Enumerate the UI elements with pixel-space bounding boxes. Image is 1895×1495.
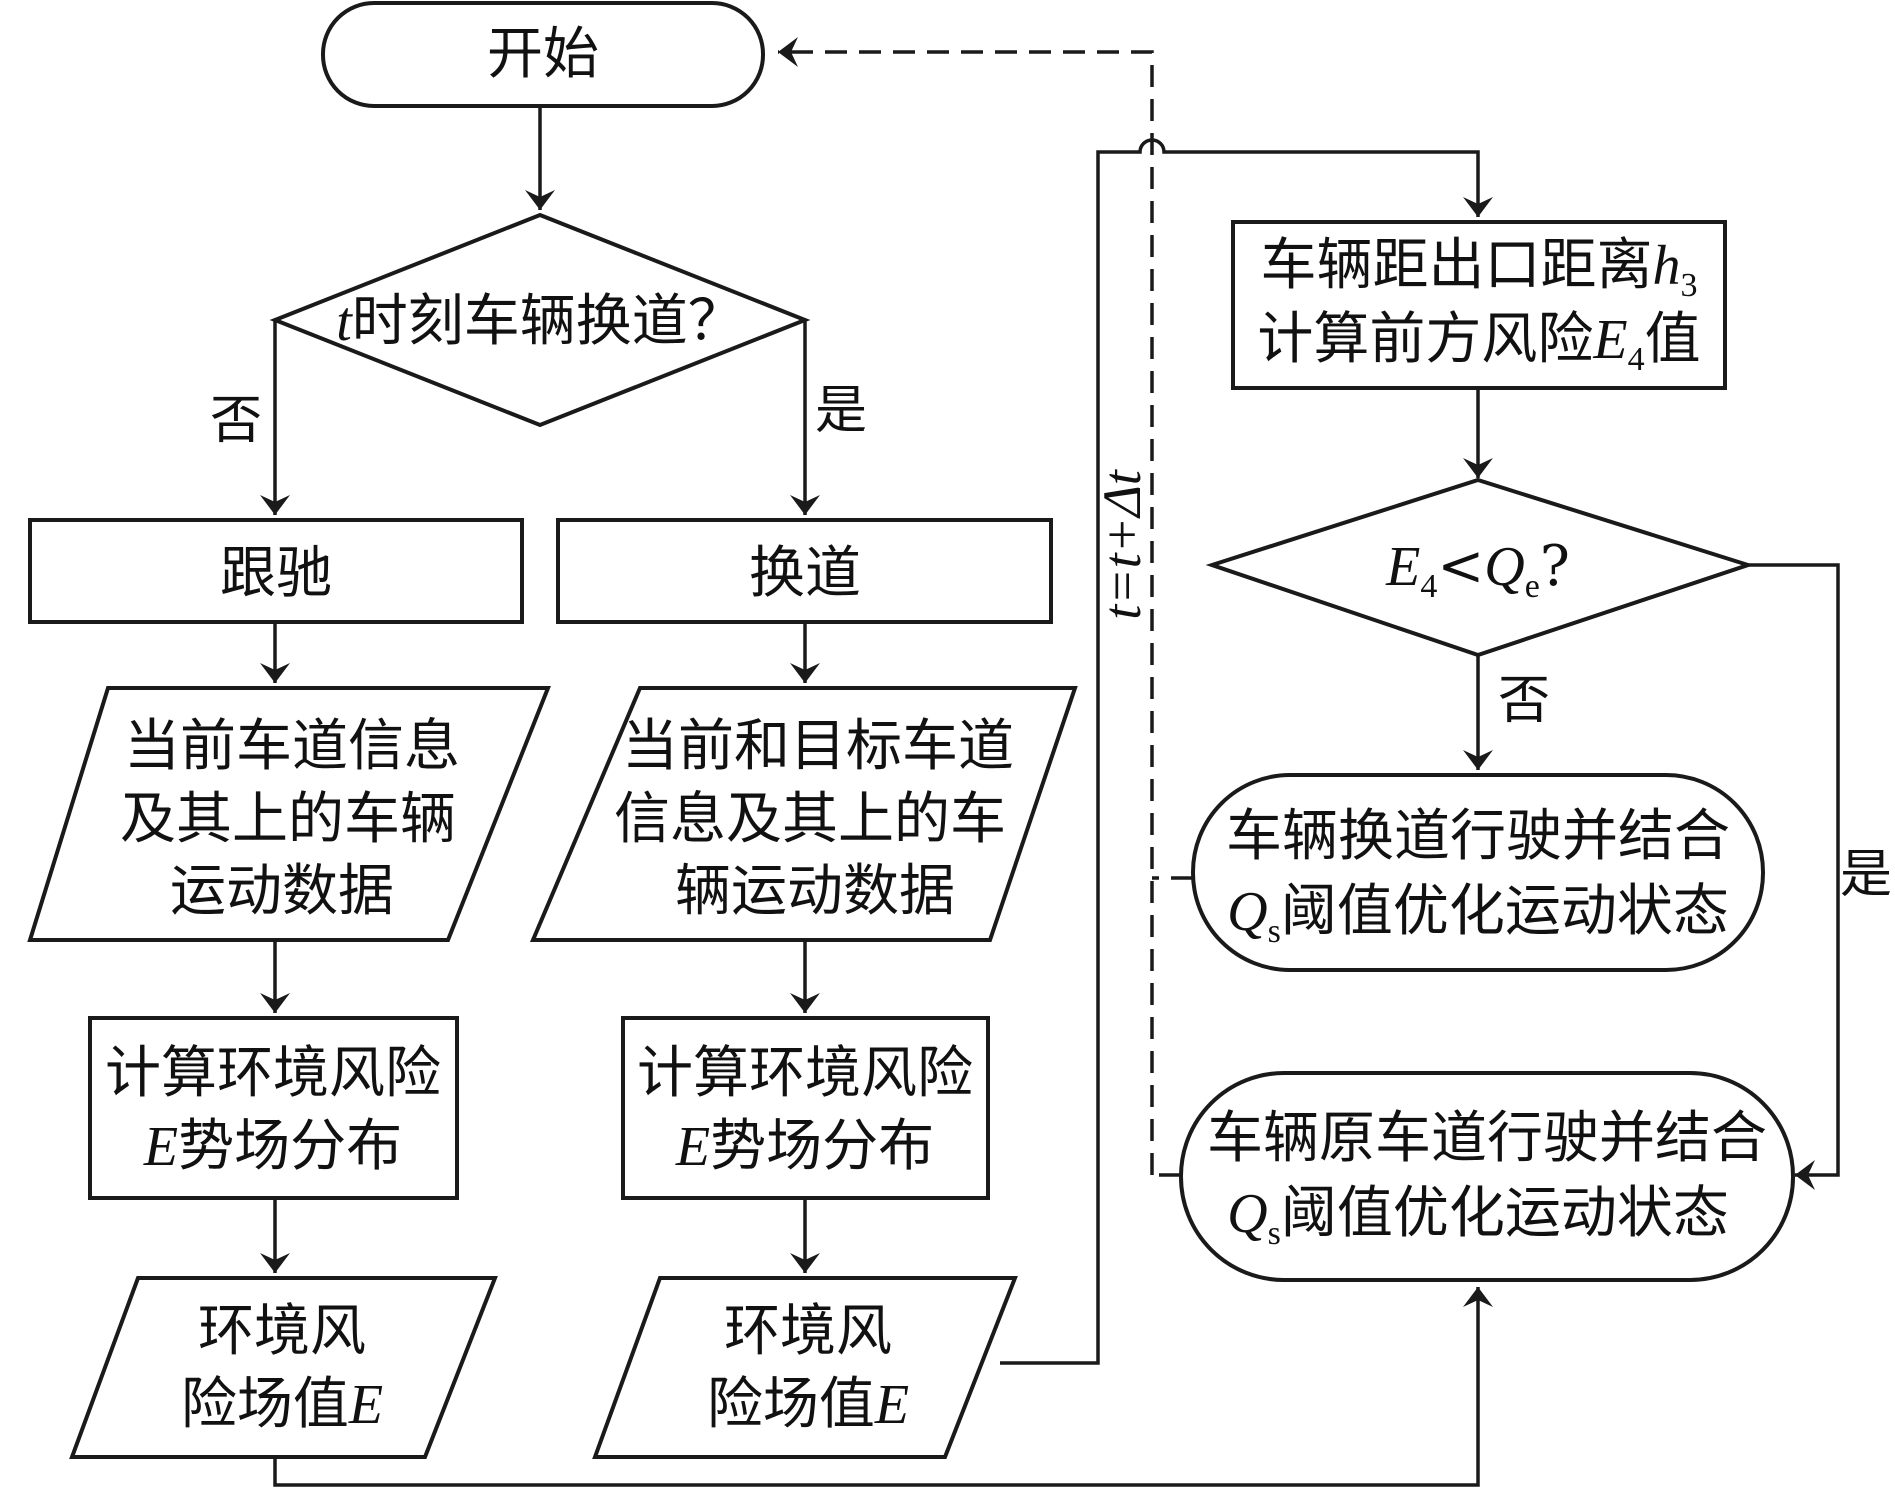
opt-keep-line-2: Qs阈值优化运动状态 bbox=[1227, 1181, 1729, 1252]
node-start: 开始 bbox=[321, 1, 765, 108]
data-left-line-3: 运动数据 bbox=[170, 859, 394, 924]
calc-right-line-2: E势场分布 bbox=[675, 1114, 934, 1179]
node-value-right: 环境风 险场值E bbox=[592, 1276, 1018, 1459]
edge-loop-to-start bbox=[778, 37, 1154, 1175]
calc-right-line-1: 计算环境风险 bbox=[637, 1041, 973, 1106]
node-decision-risk: E4<Qe? bbox=[1205, 477, 1755, 658]
value-right-line-1: 环境风 bbox=[724, 1299, 892, 1364]
edge-value-left-to-keep bbox=[273, 1287, 1493, 1487]
data-left-line-1: 当前车道信息 bbox=[124, 714, 460, 779]
node-follow: 跟驰 bbox=[28, 518, 524, 624]
node-calc-left: 计算环境风险 E势场分布 bbox=[88, 1016, 459, 1200]
value-left-line-1: 环境风 bbox=[198, 1299, 366, 1364]
loop-label: t=t+Δt bbox=[1092, 468, 1152, 620]
value-left-line-2: 险场值E bbox=[181, 1372, 383, 1437]
data-left-line-2: 及其上的车辆 bbox=[120, 787, 456, 852]
node-exit-calc: 车辆距出口距离h3 计算前方风险E4值 bbox=[1231, 220, 1727, 390]
node-data-right: 当前和目标车道 信息及其上的车 辆运动数据 bbox=[529, 686, 1078, 942]
start-label: 开始 bbox=[487, 22, 599, 87]
label-no-down: 否 bbox=[1498, 671, 1550, 731]
exit-calc-line-1: 车辆距出口距离h3 bbox=[1261, 233, 1698, 304]
edges bbox=[260, 37, 1840, 1487]
exit-calc-line-2: 计算前方风险E4值 bbox=[1257, 307, 1700, 378]
label-no-left: 否 bbox=[210, 391, 262, 451]
node-opt-keep: 车辆原车道行驶并结合 Qs阈值优化运动状态 bbox=[1179, 1071, 1795, 1282]
value-right-line-2: 险场值E bbox=[707, 1372, 909, 1437]
node-decision-change: t时刻车辆换道？ bbox=[269, 212, 811, 428]
lane-change-label: 换道 bbox=[749, 541, 861, 606]
node-lane-change: 换道 bbox=[556, 518, 1053, 624]
opt-change-line-2: Qs阈值优化运动状态 bbox=[1227, 879, 1729, 950]
follow-label: 跟驰 bbox=[220, 541, 332, 606]
decision-risk-label: E4<Qe? bbox=[1385, 534, 1570, 605]
label-yes-right: 是 bbox=[815, 381, 867, 441]
node-data-left: 当前车道信息 及其上的车辆 运动数据 bbox=[27, 686, 551, 942]
data-right-line-2: 信息及其上的车 bbox=[614, 787, 1006, 852]
opt-change-line-1: 车辆换道行驶并结合 bbox=[1226, 804, 1730, 869]
label-yes-side: 是 bbox=[1840, 845, 1892, 905]
calc-left-line-1: 计算环境风险 bbox=[105, 1041, 441, 1106]
calc-left-line-2: E势场分布 bbox=[143, 1114, 402, 1179]
node-calc-right: 计算环境风险 E势场分布 bbox=[621, 1016, 990, 1200]
node-value-left: 环境风 险场值E bbox=[69, 1276, 498, 1459]
data-right-line-1: 当前和目标车道 bbox=[622, 714, 1014, 779]
decision-change-label: t时刻车辆换道？ bbox=[336, 289, 744, 354]
edge-risk-yes bbox=[1748, 563, 1840, 1190]
opt-keep-line-1: 车辆原车道行驶并结合 bbox=[1207, 1106, 1767, 1171]
node-opt-change: 车辆换道行驶并结合 Qs阈值优化运动状态 bbox=[1191, 773, 1765, 972]
data-right-line-3: 辆运动数据 bbox=[675, 859, 955, 924]
